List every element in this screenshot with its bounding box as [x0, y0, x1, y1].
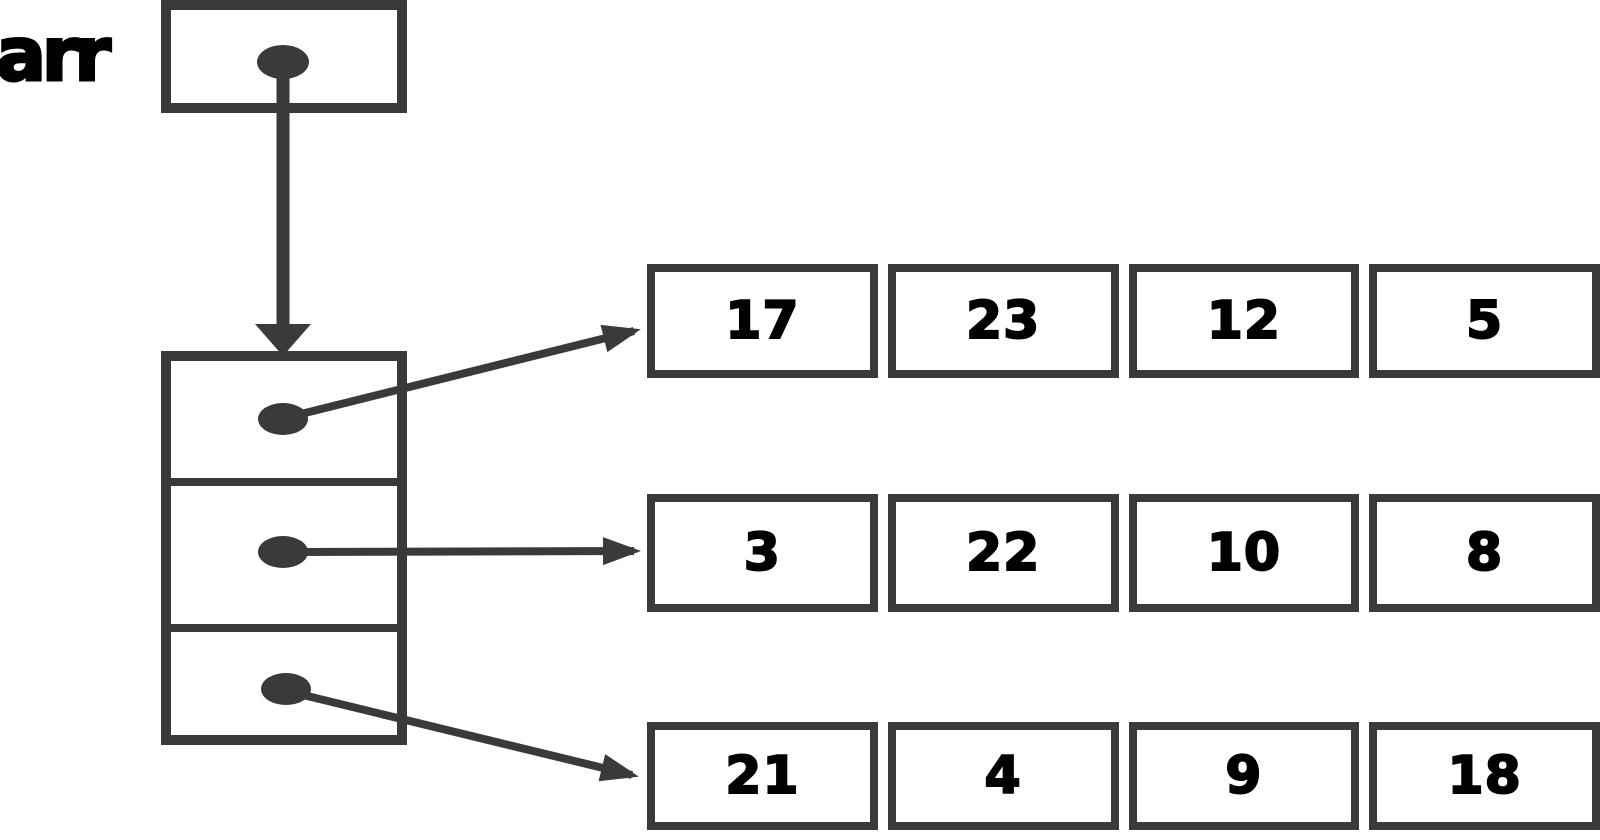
array-cell: 9: [1128, 722, 1360, 830]
array-cell: 3: [647, 494, 878, 612]
array-pointer-box: [161, 0, 407, 113]
value-row-1: 3 22 10 8: [647, 494, 1600, 612]
value-row-0: 17 23 12 5: [647, 264, 1600, 378]
row-pointer-array-box: [161, 351, 407, 745]
cell-value: 21: [724, 746, 800, 806]
cell-value: 17: [724, 291, 800, 351]
array-cell: 18: [1369, 722, 1600, 830]
array-cell: 21: [647, 722, 878, 830]
pointer-array-divider: [167, 478, 401, 486]
cell-value: 18: [1446, 746, 1522, 806]
cell-value: 3: [743, 523, 781, 583]
array-cell: 10: [1128, 494, 1360, 612]
array-cell: 17: [647, 264, 878, 378]
array-cell: 23: [887, 264, 1119, 378]
value-row-2: 21 4 9 18: [647, 722, 1600, 830]
cell-value: 9: [1224, 746, 1263, 806]
cell-value: 5: [1465, 291, 1504, 351]
array-cell: 5: [1369, 264, 1600, 378]
array-cell: 8: [1369, 494, 1600, 612]
array-cell: 4: [887, 722, 1119, 830]
cell-value: 10: [1206, 523, 1282, 583]
array-cell: 12: [1128, 264, 1360, 378]
cell-value: 8: [1465, 523, 1504, 583]
cell-value: 22: [965, 523, 1041, 583]
array-pointer-label: arr: [0, 12, 112, 98]
cell-value: 4: [984, 746, 1022, 806]
pointer-array-divider: [167, 624, 401, 632]
cell-value: 12: [1206, 291, 1282, 351]
cell-value: 23: [965, 291, 1041, 351]
array-cell: 22: [887, 494, 1119, 612]
